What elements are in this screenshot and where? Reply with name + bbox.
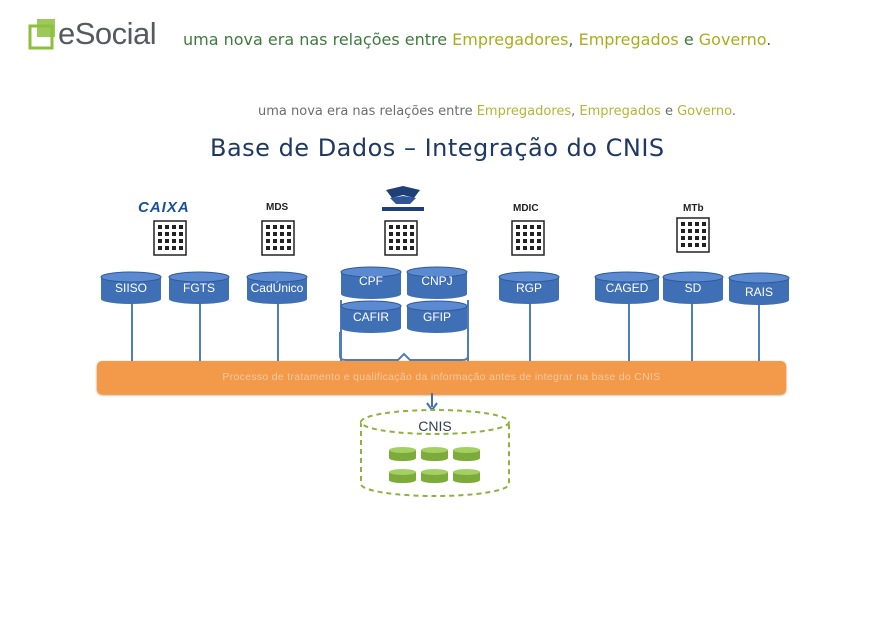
tagline-employees: Empregados — [578, 30, 679, 49]
slide-tagline-prefix: uma nova era nas relações entre — [258, 104, 477, 119]
building-icon — [153, 220, 187, 256]
db-cnpj-label: CNPJ — [421, 274, 453, 288]
logo-text: eSocial — [58, 16, 157, 51]
slide-tagline-employers: Empregadores — [476, 104, 572, 119]
esocial-logo: eSocial — [28, 14, 158, 54]
db-caged-label: CAGED — [605, 281, 649, 295]
mini-db-icon — [453, 447, 480, 462]
building-icon — [261, 220, 295, 256]
db-cafir: CAFIR — [340, 300, 402, 334]
connector-line — [691, 300, 693, 362]
db-sd: SD — [662, 271, 724, 305]
mini-db-icon — [389, 447, 416, 462]
db-rais-label: RAIS — [744, 285, 773, 299]
connector-line — [340, 300, 342, 362]
receita-federal-emblem-icon — [382, 186, 424, 211]
db-rgp-label: RGP — [515, 281, 542, 295]
db-gfip: GFIP — [406, 300, 468, 334]
db-sd-label: SD — [684, 281, 702, 295]
connector-line — [758, 300, 760, 362]
db-cafir-label: CAFIR — [353, 310, 389, 324]
process-bar: Processo de tratamento e qualificação da… — [97, 361, 786, 394]
header-tagline: uma nova era nas relações entre Empregad… — [183, 30, 771, 49]
slide-tagline-employees: Empregados — [579, 104, 661, 119]
connector-line — [199, 300, 201, 362]
connector-line — [529, 300, 531, 362]
connector-line — [628, 300, 630, 362]
db-siiso: SIISO — [100, 271, 162, 305]
mdic-label: MDIC — [513, 203, 539, 214]
db-cpf-label: CPF — [359, 274, 383, 288]
db-caged: CAGED — [594, 271, 660, 305]
db-gfip-label: GFIP — [422, 310, 451, 324]
mini-db-icon — [453, 469, 480, 484]
tagline-sep: , — [568, 30, 579, 49]
connector-line — [467, 300, 469, 362]
db-cnpj: CNPJ — [406, 266, 468, 300]
slide-tagline-government: Governo — [677, 104, 732, 119]
esocial-logo-icon — [28, 19, 55, 50]
caixa-logo: CAIXA — [138, 199, 190, 216]
mini-db-icon — [421, 469, 448, 484]
connector-line — [277, 300, 279, 362]
mini-db-icon — [389, 469, 416, 484]
db-cadunico-label: CadÚnico — [250, 281, 304, 295]
mtb-label: MTb — [683, 203, 704, 214]
db-rais: RAIS — [728, 272, 790, 306]
building-icon — [511, 220, 545, 256]
mds-label: MDS — [266, 202, 289, 213]
db-rgp: RGP — [498, 271, 560, 305]
mini-db-icon — [421, 447, 448, 462]
tagline-end: . — [766, 30, 772, 49]
process-text: Processo de tratamento e qualificação da… — [222, 371, 661, 383]
building-icon — [676, 217, 710, 253]
receita-group-bracket — [339, 332, 469, 361]
slide-tagline-sep: , — [571, 104, 580, 119]
slide-tagline-conj: e — [660, 104, 678, 119]
db-cadunico: CadÚnico — [246, 271, 308, 305]
tagline-conj: e — [678, 30, 699, 49]
cnis-label: CNIS — [418, 418, 452, 434]
tagline-government: Governo — [698, 30, 767, 49]
building-icon — [384, 220, 418, 256]
receita-federal-logo — [380, 186, 426, 214]
db-siiso-label: SIISO — [114, 281, 147, 295]
slide-title: Base de Dados – Integração do CNIS — [210, 134, 665, 162]
db-cpf: CPF — [340, 266, 402, 300]
slide-tagline: uma nova era nas relações entre Empregad… — [258, 104, 736, 119]
tagline-employers: Empregadores — [452, 30, 569, 49]
db-fgts: FGTS — [168, 271, 230, 305]
connector-line — [131, 300, 133, 362]
db-fgts-label: FGTS — [183, 281, 215, 295]
tagline-prefix: uma nova era nas relações entre — [183, 30, 453, 49]
slide-tagline-end: . — [731, 104, 737, 119]
